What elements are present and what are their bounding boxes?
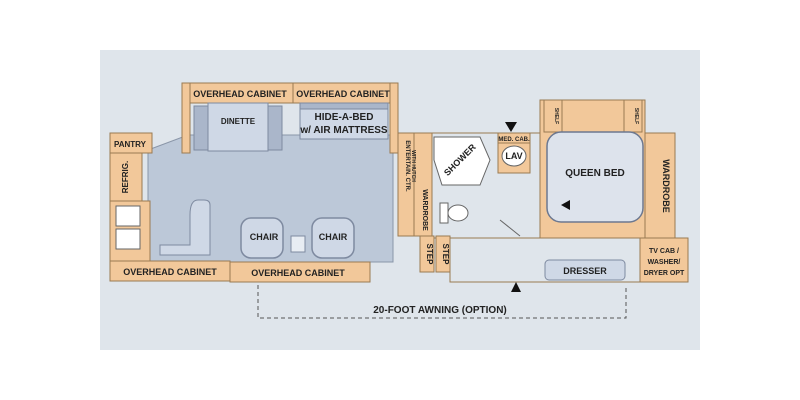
label-med-cab: MED. CAB. xyxy=(498,137,530,143)
label-chair-left: CHAIR xyxy=(250,232,279,242)
label-refrig: REFRIG. xyxy=(121,161,130,193)
dinette-seat-left xyxy=(193,105,209,151)
shower xyxy=(433,136,491,186)
chair-right xyxy=(311,217,355,259)
toilet-bowl xyxy=(447,204,469,222)
label-dryer-opt: DRYER OPT xyxy=(644,270,685,277)
label-washer: WASHER/ xyxy=(648,259,681,266)
bathroom-door xyxy=(499,219,521,237)
toilet-tank xyxy=(439,202,449,224)
label-awning: 20-FOOT AWNING (OPTION) xyxy=(373,305,507,316)
dresser xyxy=(544,259,626,281)
label-dresser: DRESSER xyxy=(563,266,607,276)
label-overhead-cabinet-top-left: OVERHEAD CABINET xyxy=(193,89,287,99)
sink-basin-top xyxy=(115,205,141,227)
dinette-seat-right xyxy=(267,105,283,151)
chair-left xyxy=(240,217,284,259)
slideout-left-wall xyxy=(181,82,191,154)
arrow-marker-bed xyxy=(561,200,570,210)
hide-a-bed-back xyxy=(299,102,389,110)
shelf-left xyxy=(543,99,563,133)
label-dinette: DINETTE xyxy=(221,117,256,126)
dinette-table xyxy=(207,102,269,152)
label-wardrobe-right: WARDROBE xyxy=(661,159,671,213)
label-shelf-left: SHELF xyxy=(553,108,559,124)
label-shelf-right: SHELF xyxy=(633,108,639,124)
awning-outline xyxy=(257,285,627,319)
queen-bed xyxy=(546,131,644,223)
side-table xyxy=(290,235,306,253)
label-lav: LAV xyxy=(505,151,522,161)
arrow-marker-bottom xyxy=(511,282,521,292)
label-entertain-ctr: ENTERTAIN. CTR. xyxy=(404,140,410,192)
label-overhead-cabinet-bottom-right: OVERHEAD CABINET xyxy=(251,268,345,278)
sink-basin-bottom xyxy=(115,228,141,250)
label-chair-right: CHAIR xyxy=(319,232,348,242)
label-overhead-cabinet-top-right: OVERHEAD CABINET xyxy=(296,89,390,99)
label-step-left: STEP xyxy=(425,244,434,266)
label-tv-cab: TV CAB / xyxy=(649,248,679,255)
label-hide-a-bed: HIDE-A-BED xyxy=(315,112,374,123)
slideout-right-wall xyxy=(389,82,399,154)
label-overhead-cabinet-bottom-left: OVERHEAD CABINET xyxy=(123,267,217,277)
wardrobe-right xyxy=(644,132,676,239)
label-pantry: PANTRY xyxy=(114,140,147,149)
label-step-right: STEP xyxy=(441,244,450,266)
arrow-marker-top xyxy=(505,122,517,132)
label-wardrobe-small: WARDROBE xyxy=(421,189,428,231)
label-air-mattress: w/ AIR MATTRESS xyxy=(299,125,388,136)
label-queen-bed: QUEEN BED xyxy=(565,168,624,179)
overhead-cabinet-bottom-right xyxy=(229,261,371,283)
step-left xyxy=(419,235,435,273)
tv-cabinet xyxy=(639,237,689,283)
kitchen-island xyxy=(159,199,211,256)
lavatory-sink xyxy=(501,145,527,167)
label-with-hutch: WITH HUTCH xyxy=(410,150,416,182)
